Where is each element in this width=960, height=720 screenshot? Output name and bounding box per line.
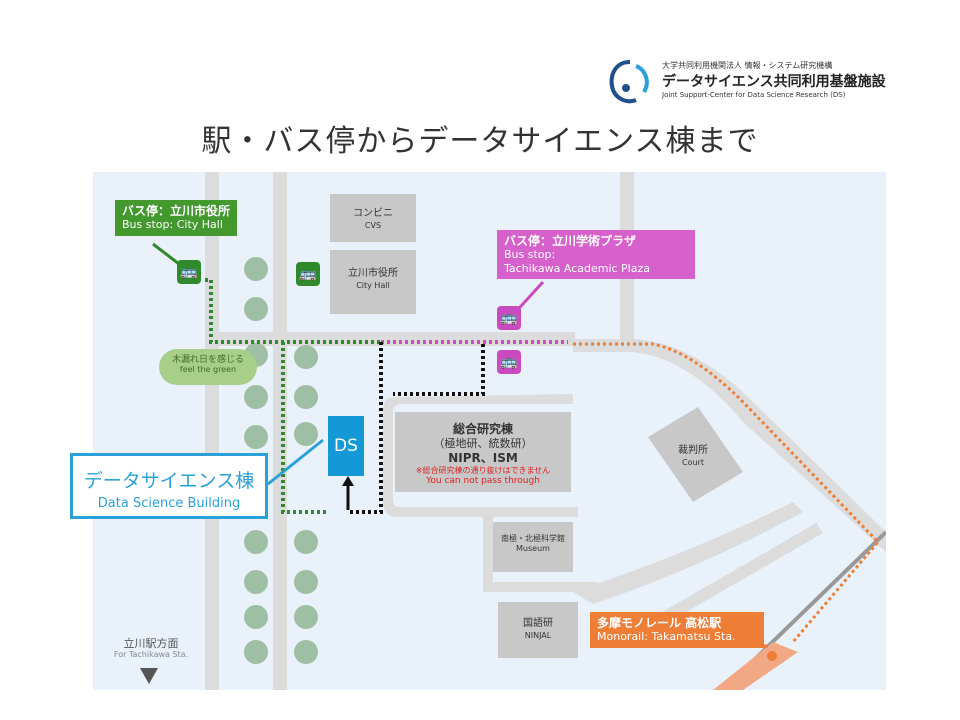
logo-mark-icon (609, 60, 649, 104)
bus-icon: 🚌 (497, 306, 521, 330)
ds-building-label: データサイエンス棟 Data Science Building (70, 453, 268, 519)
building-court (648, 407, 743, 502)
tachikawa-direction-label: 立川駅方面 For Tachikawa Sta. (113, 637, 189, 660)
building-nipr-ism (395, 412, 571, 492)
building-city-hall (330, 250, 416, 314)
organization-logo: 大学共同利用機関法人 情報・システム研究機構 データサイエンス共同利用基盤施設 … (606, 58, 886, 106)
tree-icon (294, 345, 318, 369)
logo-english-name: Joint Support-Center for Data Science Re… (662, 91, 846, 99)
ds-building-marker: DS (328, 416, 364, 476)
tree-icon (244, 605, 268, 629)
road-left (205, 172, 219, 690)
callout-bus-academic-plaza: バス停：立川学術プラザ Bus stop: Tachikawa Academic… (497, 230, 695, 279)
road-museum (483, 517, 598, 592)
arrow-up-head (342, 476, 354, 486)
tree-icon (294, 570, 318, 594)
road-court (643, 522, 823, 634)
building-cvs (330, 194, 416, 242)
label-museum: 南極・北極科学館 Museum (501, 534, 565, 553)
road-horizontal (205, 332, 575, 346)
road-diagonal (573, 339, 886, 552)
page-title: 駅・バス停からデータサイエンス棟まで (201, 124, 759, 159)
tree-icon (294, 640, 318, 664)
tree-icon (294, 605, 318, 629)
callout-bus-city-hall: バス停：立川市役所 Bus stop: City Hall (115, 200, 238, 236)
tree-icon (244, 297, 268, 321)
monorail-platform (713, 642, 798, 690)
route-black-2 (393, 344, 485, 396)
building-museum (493, 522, 573, 572)
route-orange (573, 342, 881, 643)
tree-icon (294, 422, 318, 446)
tree-icon (294, 385, 318, 409)
road-center (273, 172, 287, 690)
road-curve (573, 502, 803, 604)
logo-facility-name: データサイエンス共同利用基盤施設 (662, 74, 886, 90)
tree-icon (244, 640, 268, 664)
bus-icon: 🚌 (177, 260, 201, 284)
label-ninjal: 国語研 NINJAL (523, 618, 553, 640)
monorail-station-dot (767, 651, 777, 661)
leader-ds (267, 438, 324, 486)
building-ninjal (498, 602, 578, 658)
tree-group (244, 257, 318, 664)
campus-map: コンビニ CVS 立川市役所 City Hall 総合研究棟 （極地研、統数研）… (93, 172, 886, 690)
label-city-hall: 立川市役所 City Hall (348, 268, 398, 290)
label-cvs: コンビニ CVS (353, 208, 393, 230)
tree-icon (294, 530, 318, 554)
label-nipr-ism: 総合研究棟 （極地研、統数研） NIPR、ISM ※総合研究棟の通り抜けはできま… (415, 422, 551, 486)
route-black-1 (350, 342, 383, 514)
tree-icon (244, 570, 268, 594)
bus-icon: 🚌 (296, 262, 320, 286)
route-green-1 (205, 278, 381, 344)
bus-icon: 🚌 (497, 350, 521, 374)
arrow-down-icon (140, 668, 158, 684)
route-green-2 (281, 342, 328, 514)
logo-org-name: 大学共同利用機関法人 情報・システム研究機構 (662, 61, 833, 70)
tree-icon (244, 385, 268, 409)
feel-green-bubble: 木漏れ日を感じる feel the green (159, 349, 257, 385)
tree-icon (244, 530, 268, 554)
tree-icon (244, 425, 268, 449)
tree-icon (244, 257, 268, 281)
callout-monorail: 多摩モノレール 高松駅 Monorail: Takamatsu Sta. (590, 612, 764, 648)
label-court: 裁判所 Court (678, 445, 708, 467)
